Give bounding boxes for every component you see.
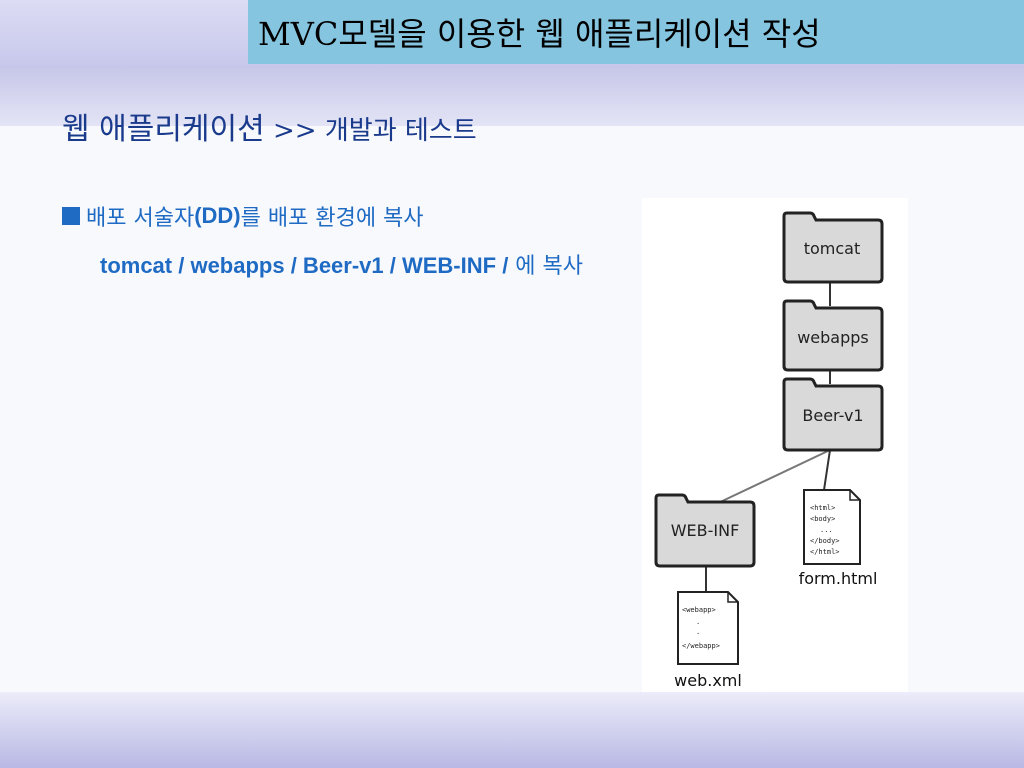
- form-file-caption: form.html: [799, 569, 878, 588]
- webxml-file-caption: web.xml: [674, 671, 742, 690]
- square-bullet-icon: [62, 207, 80, 225]
- sub-band: [0, 66, 1024, 126]
- form-line-1: <html>: [810, 504, 835, 512]
- title-box: MVC모델을 이용한 웹 애플리케이션 작성: [248, 0, 1024, 64]
- webxml-line-4: </webapp>: [682, 642, 720, 650]
- folder-label-tomcat: tomcat: [804, 239, 861, 258]
- directory-tree-svg: tomcat webapps Beer-v1 WEB-INF <html> <b…: [654, 211, 884, 690]
- connector-beer-webinf: [715, 449, 831, 505]
- directory-diagram: tomcat webapps Beer-v1 WEB-INF <html> <b…: [642, 198, 908, 706]
- html-file-icon: <html> <body> ... </body> </html>: [803, 489, 861, 565]
- folder-webapps-icon: webapps: [782, 299, 884, 372]
- xml-file-icon: <webapp> . . </webapp>: [677, 591, 739, 665]
- form-line-3: ...: [820, 526, 833, 534]
- heading-sub: 개발과 테스트: [324, 116, 477, 146]
- folder-label-webapps: webapps: [797, 328, 869, 347]
- form-line-2: <body>: [810, 515, 835, 523]
- path-line: tomcat / webapps / Beer-v1 / WEB-INF / 에…: [100, 248, 583, 280]
- webxml-line-1: <webapp>: [682, 606, 716, 614]
- slide-title: MVC모델을 이용한 웹 애플리케이션 작성: [258, 15, 821, 53]
- heading-main: 웹 애플리케이션: [62, 112, 265, 147]
- heading-separator: >>: [264, 116, 325, 146]
- connector-beer-form: [823, 449, 831, 491]
- section-heading: 웹 애플리케이션 >> 개발과 테스트: [62, 104, 477, 148]
- folder-tomcat-icon: tomcat: [782, 211, 884, 284]
- webxml-line-3: .: [696, 628, 700, 636]
- folder-webinf-icon: WEB-INF: [654, 493, 756, 568]
- path-suffix: 에 복사: [508, 254, 584, 279]
- bullet-item: 배포 서술자(DD)를 배포 환경에 복사: [62, 200, 424, 232]
- folder-label-beer: Beer-v1: [802, 406, 863, 425]
- bottom-band: [0, 692, 1024, 768]
- folder-beer-icon: Beer-v1: [782, 377, 884, 452]
- form-line-4: </body>: [810, 537, 840, 545]
- bullet-dd: (DD): [194, 203, 241, 228]
- path-text: tomcat / webapps / Beer-v1 / WEB-INF /: [100, 253, 509, 278]
- bullet-suffix: 를 배포 환경에 복사: [240, 206, 424, 231]
- folder-label-webinf: WEB-INF: [671, 521, 740, 540]
- webxml-line-2: .: [696, 618, 700, 626]
- form-line-5: </html>: [810, 548, 840, 556]
- bullet-prefix: 배포 서술자: [86, 206, 195, 231]
